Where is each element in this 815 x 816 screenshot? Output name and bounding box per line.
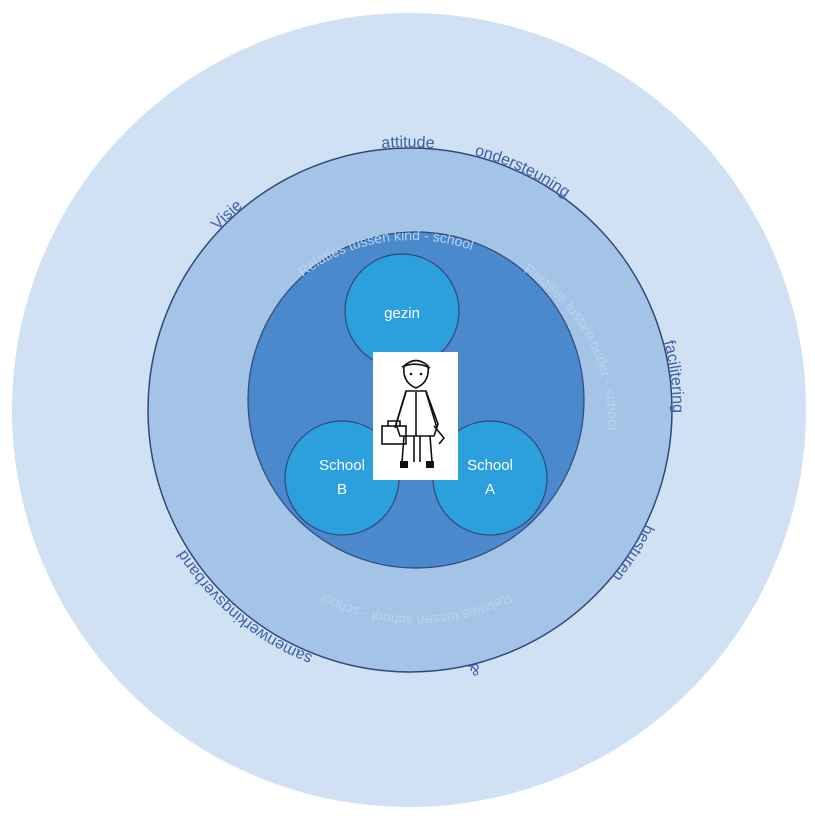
gezin-label: gezin	[384, 305, 420, 322]
child-with-backpack-icon	[373, 352, 458, 480]
school-a-label-line1: School	[467, 457, 513, 474]
label-attitude: attitude	[381, 134, 436, 152]
school-a-label-line2: A	[485, 481, 495, 498]
school-b-label-line2: B	[337, 481, 347, 498]
school-b-label-line1: School	[319, 457, 365, 474]
label-ampersand: &	[467, 660, 482, 679]
